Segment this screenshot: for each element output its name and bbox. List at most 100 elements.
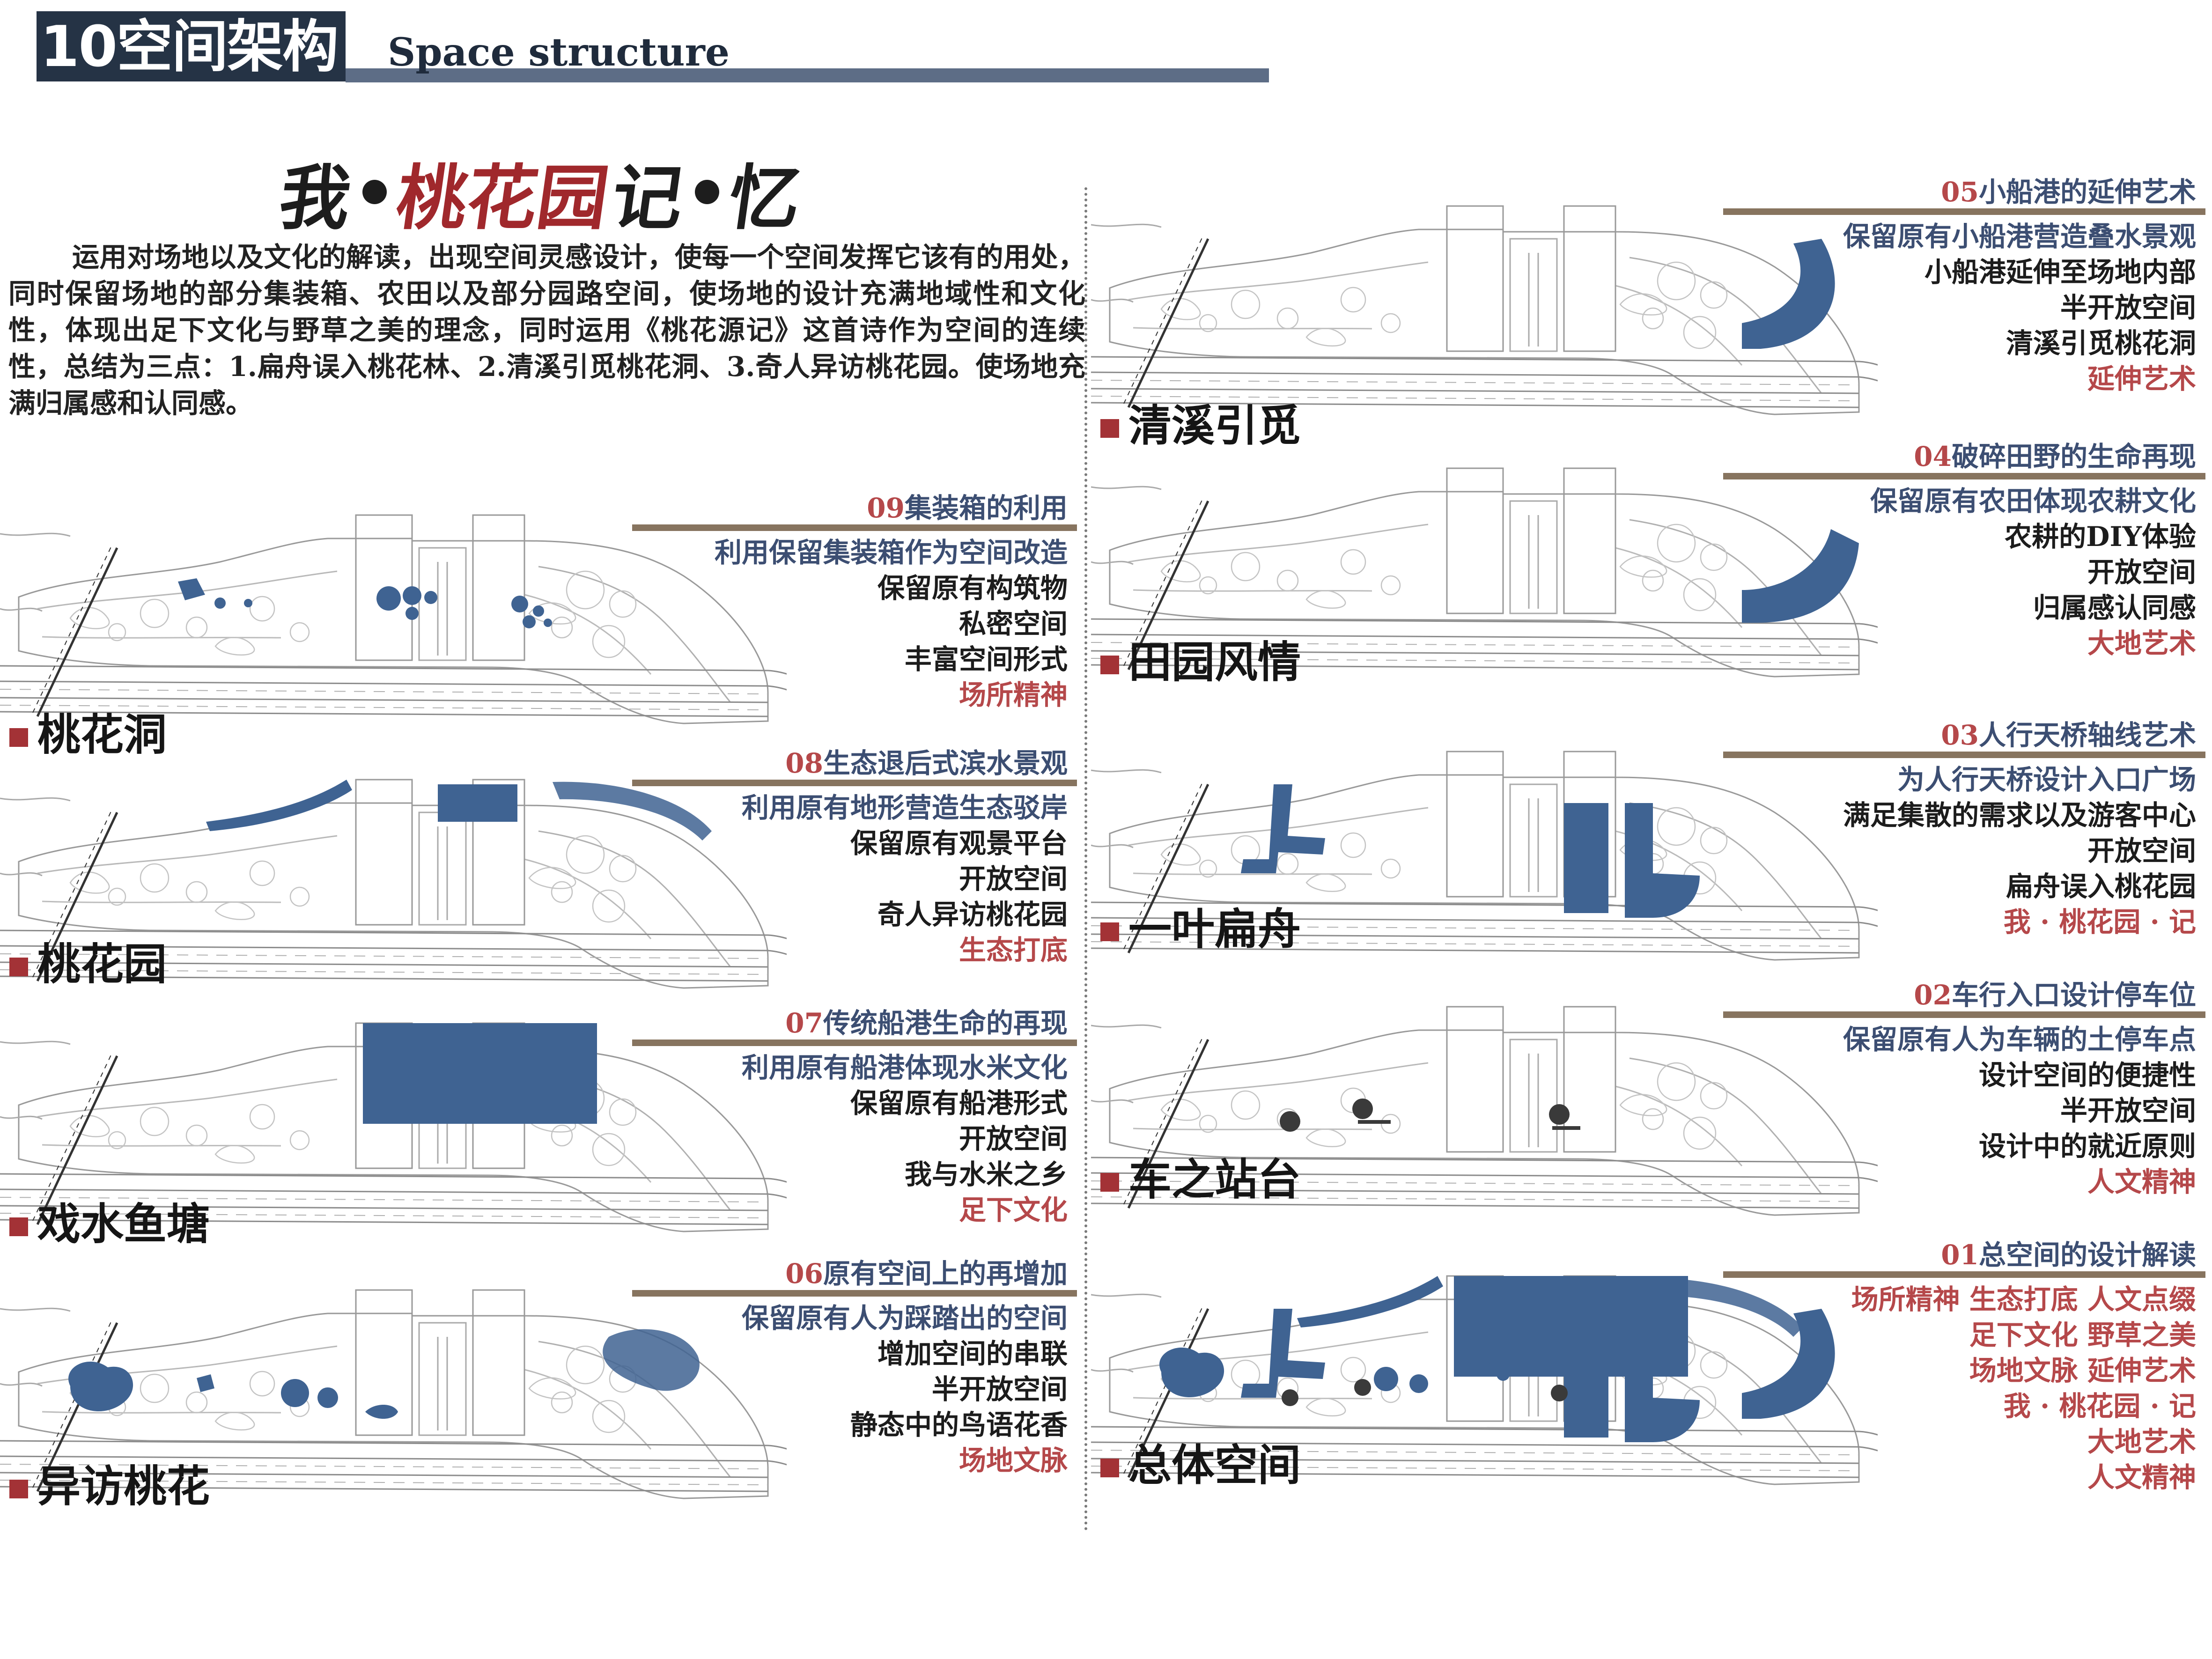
panel-item: 开放空间	[959, 1123, 1068, 1155]
panel-item: 半开放空间	[2060, 1095, 2196, 1127]
label-square-icon	[1100, 1173, 1119, 1192]
page-title: 10空间架构	[40, 15, 339, 80]
panel-item: 保留原有小船港营造叠水景观	[1843, 221, 2196, 252]
column-divider	[1084, 187, 1087, 1531]
panel-label: 车之站台	[1100, 1154, 1301, 1206]
highlighted-zone	[206, 780, 712, 841]
panel-item: 设计空间的便捷性	[1978, 1059, 2196, 1091]
panel-heading: 06原有空间上的再增加	[785, 1257, 1068, 1290]
label-square-icon	[9, 1480, 28, 1498]
heading-rule	[632, 524, 1077, 531]
panel-items: 为人行天桥设计入口广场满足集散的需求以及游客中心开放空间扁舟误入桃花园我 · 桃…	[1843, 762, 2196, 940]
highlighted-zone	[363, 1023, 597, 1124]
label-square-icon	[9, 728, 28, 747]
label-square-icon	[1100, 419, 1119, 438]
panel-item: 保留原有人为踩踏出的空间	[741, 1302, 1068, 1334]
brush-title: 我 桃花园 记 忆	[274, 150, 806, 239]
panel-item: 大地艺术	[2087, 627, 2196, 659]
panel-item: 半开放空间	[931, 1373, 1068, 1405]
panel-title: 破碎田野的生命再现	[1951, 441, 2196, 472]
panel-item: 保留原有农田体现农耕文化	[1870, 485, 2196, 517]
panel-label: 异访桃花	[9, 1461, 210, 1512]
highlighted-zone	[68, 1329, 700, 1419]
panel-item: 场所精神	[959, 679, 1068, 711]
panel-number: 08	[785, 747, 823, 779]
site-plan-map	[0, 1289, 787, 1499]
panel-item: 保留原有构筑物	[877, 572, 1068, 604]
panel-number: 02	[1914, 979, 1952, 1011]
panel-heading: 09集装箱的利用	[867, 492, 1068, 524]
panel-label-text: 桃花洞	[37, 710, 167, 760]
panel-heading: 03人行天桥轴线艺术	[1941, 719, 2196, 752]
panel-item: 利用保留集装箱作为空间改造	[714, 537, 1068, 568]
panel-label-text: 一叶扁舟	[1128, 904, 1301, 954]
panel-item: 丰富空间形式	[904, 643, 1068, 675]
panel-01: 01总空间的设计解读场所精神 生态打底 人文点缀足下文化 野草之美场地文脉 延伸…	[1091, 1229, 2212, 1519]
heading-rule	[1723, 1271, 2205, 1278]
panel-label: 田园风情	[1100, 637, 1301, 688]
panel-label: 清溪引觅	[1100, 400, 1301, 452]
heading-rule	[1723, 1011, 2205, 1018]
site-plan-map	[1091, 1006, 1878, 1216]
panel-item: 保留原有船港形式	[850, 1087, 1068, 1119]
panel-item: 场地文脉	[959, 1445, 1068, 1476]
heading-rule	[632, 780, 1077, 786]
panel-05: 05小船港的延伸艺术保留原有小船港营造叠水景观小船港延伸至场地内部半开放空间清溪…	[1091, 169, 2212, 451]
panel-label: 总体空间	[1100, 1440, 1301, 1491]
panel-label-text: 桃花园	[37, 939, 167, 989]
panel-items: 利用原有地形营造生态驳岸保留原有观景平台开放空间奇人异访桃花园生态打底	[742, 790, 1068, 968]
site-plan-map	[1091, 467, 1878, 678]
panel-heading: 08生态退后式滨水景观	[785, 747, 1068, 780]
panel-item: 人文精神	[2087, 1166, 2196, 1198]
brush-dot-icon	[695, 180, 720, 204]
highlighted-zone	[1280, 1099, 1580, 1132]
panel-number: 03	[1941, 719, 1979, 751]
heading-rule	[1723, 208, 2205, 215]
highlighted-zone	[1742, 529, 1859, 623]
panel-items: 保留原有小船港营造叠水景观小船港延伸至场地内部半开放空间清溪引觅桃花洞延伸艺术	[1843, 219, 2196, 397]
panel-item: 场所精神 生态打底 人文点缀	[1851, 1283, 2196, 1315]
panel-item: 人文精神	[2087, 1461, 2196, 1493]
highlighted-zone	[1742, 239, 1835, 349]
panel-title: 生态退后式滨水景观	[823, 747, 1068, 779]
header-rule	[346, 68, 1269, 82]
label-square-icon	[1100, 656, 1119, 674]
panel-item: 大地艺术	[2087, 1426, 2196, 1458]
panel-heading: 01总空间的设计解读	[1941, 1239, 2196, 1271]
panel-item: 奇人异访桃花园	[877, 899, 1068, 930]
brush-title-part: 忆	[723, 157, 806, 239]
highlighted-zone	[1159, 1276, 1835, 1442]
panel-label-text: 清溪引觅	[1128, 401, 1301, 451]
site-plan-map	[0, 1022, 787, 1232]
panel-item: 生态打底	[959, 934, 1068, 966]
label-square-icon	[1100, 1459, 1119, 1477]
panel-item: 利用原有船港体现水米文化	[741, 1052, 1068, 1084]
panel-label: 桃花洞	[9, 709, 167, 761]
panel-number: 06	[785, 1258, 823, 1290]
panel-title: 传统船港生命的再现	[823, 1007, 1068, 1039]
panel-heading: 07传统船港生命的再现	[785, 1007, 1068, 1040]
site-plan-map	[0, 779, 787, 989]
panel-title: 小船港的延伸艺术	[1978, 176, 2196, 208]
site-plan-map	[1091, 1275, 1878, 1485]
intro-paragraph: 运用对场地以及文化的解读，出现空间灵感设计，使每一个空间发挥它该有的用处，同时保…	[8, 241, 1085, 419]
panel-item: 足下文化	[959, 1194, 1068, 1226]
panel-item: 开放空间	[2087, 556, 2196, 588]
panel-item: 保留原有观景平台	[850, 827, 1068, 859]
panel-item: 静态中的鸟语花香	[850, 1409, 1068, 1441]
panel-number: 01	[1941, 1239, 1979, 1271]
label-square-icon	[9, 958, 28, 976]
panel-title: 车行入口设计停车位	[1951, 979, 2196, 1011]
brush-dot-icon	[362, 180, 387, 204]
panel-item: 足下文化 野草之美	[1969, 1319, 2196, 1351]
panel-item: 农耕的DIY体验	[2005, 521, 2196, 553]
heading-rule	[1723, 752, 2205, 758]
panel-title: 原有空间上的再增加	[823, 1258, 1068, 1290]
panel-item: 利用原有地形营造生态驳岸	[741, 792, 1068, 824]
site-plan-map	[1091, 751, 1878, 961]
panel-item: 开放空间	[2087, 835, 2196, 867]
header-title-box	[37, 11, 346, 81]
panel-item: 保留原有人为车辆的土停车点	[1843, 1024, 2196, 1055]
panel-item: 归属感认同感	[2033, 592, 2196, 624]
highlighted-zone	[1241, 784, 1700, 918]
